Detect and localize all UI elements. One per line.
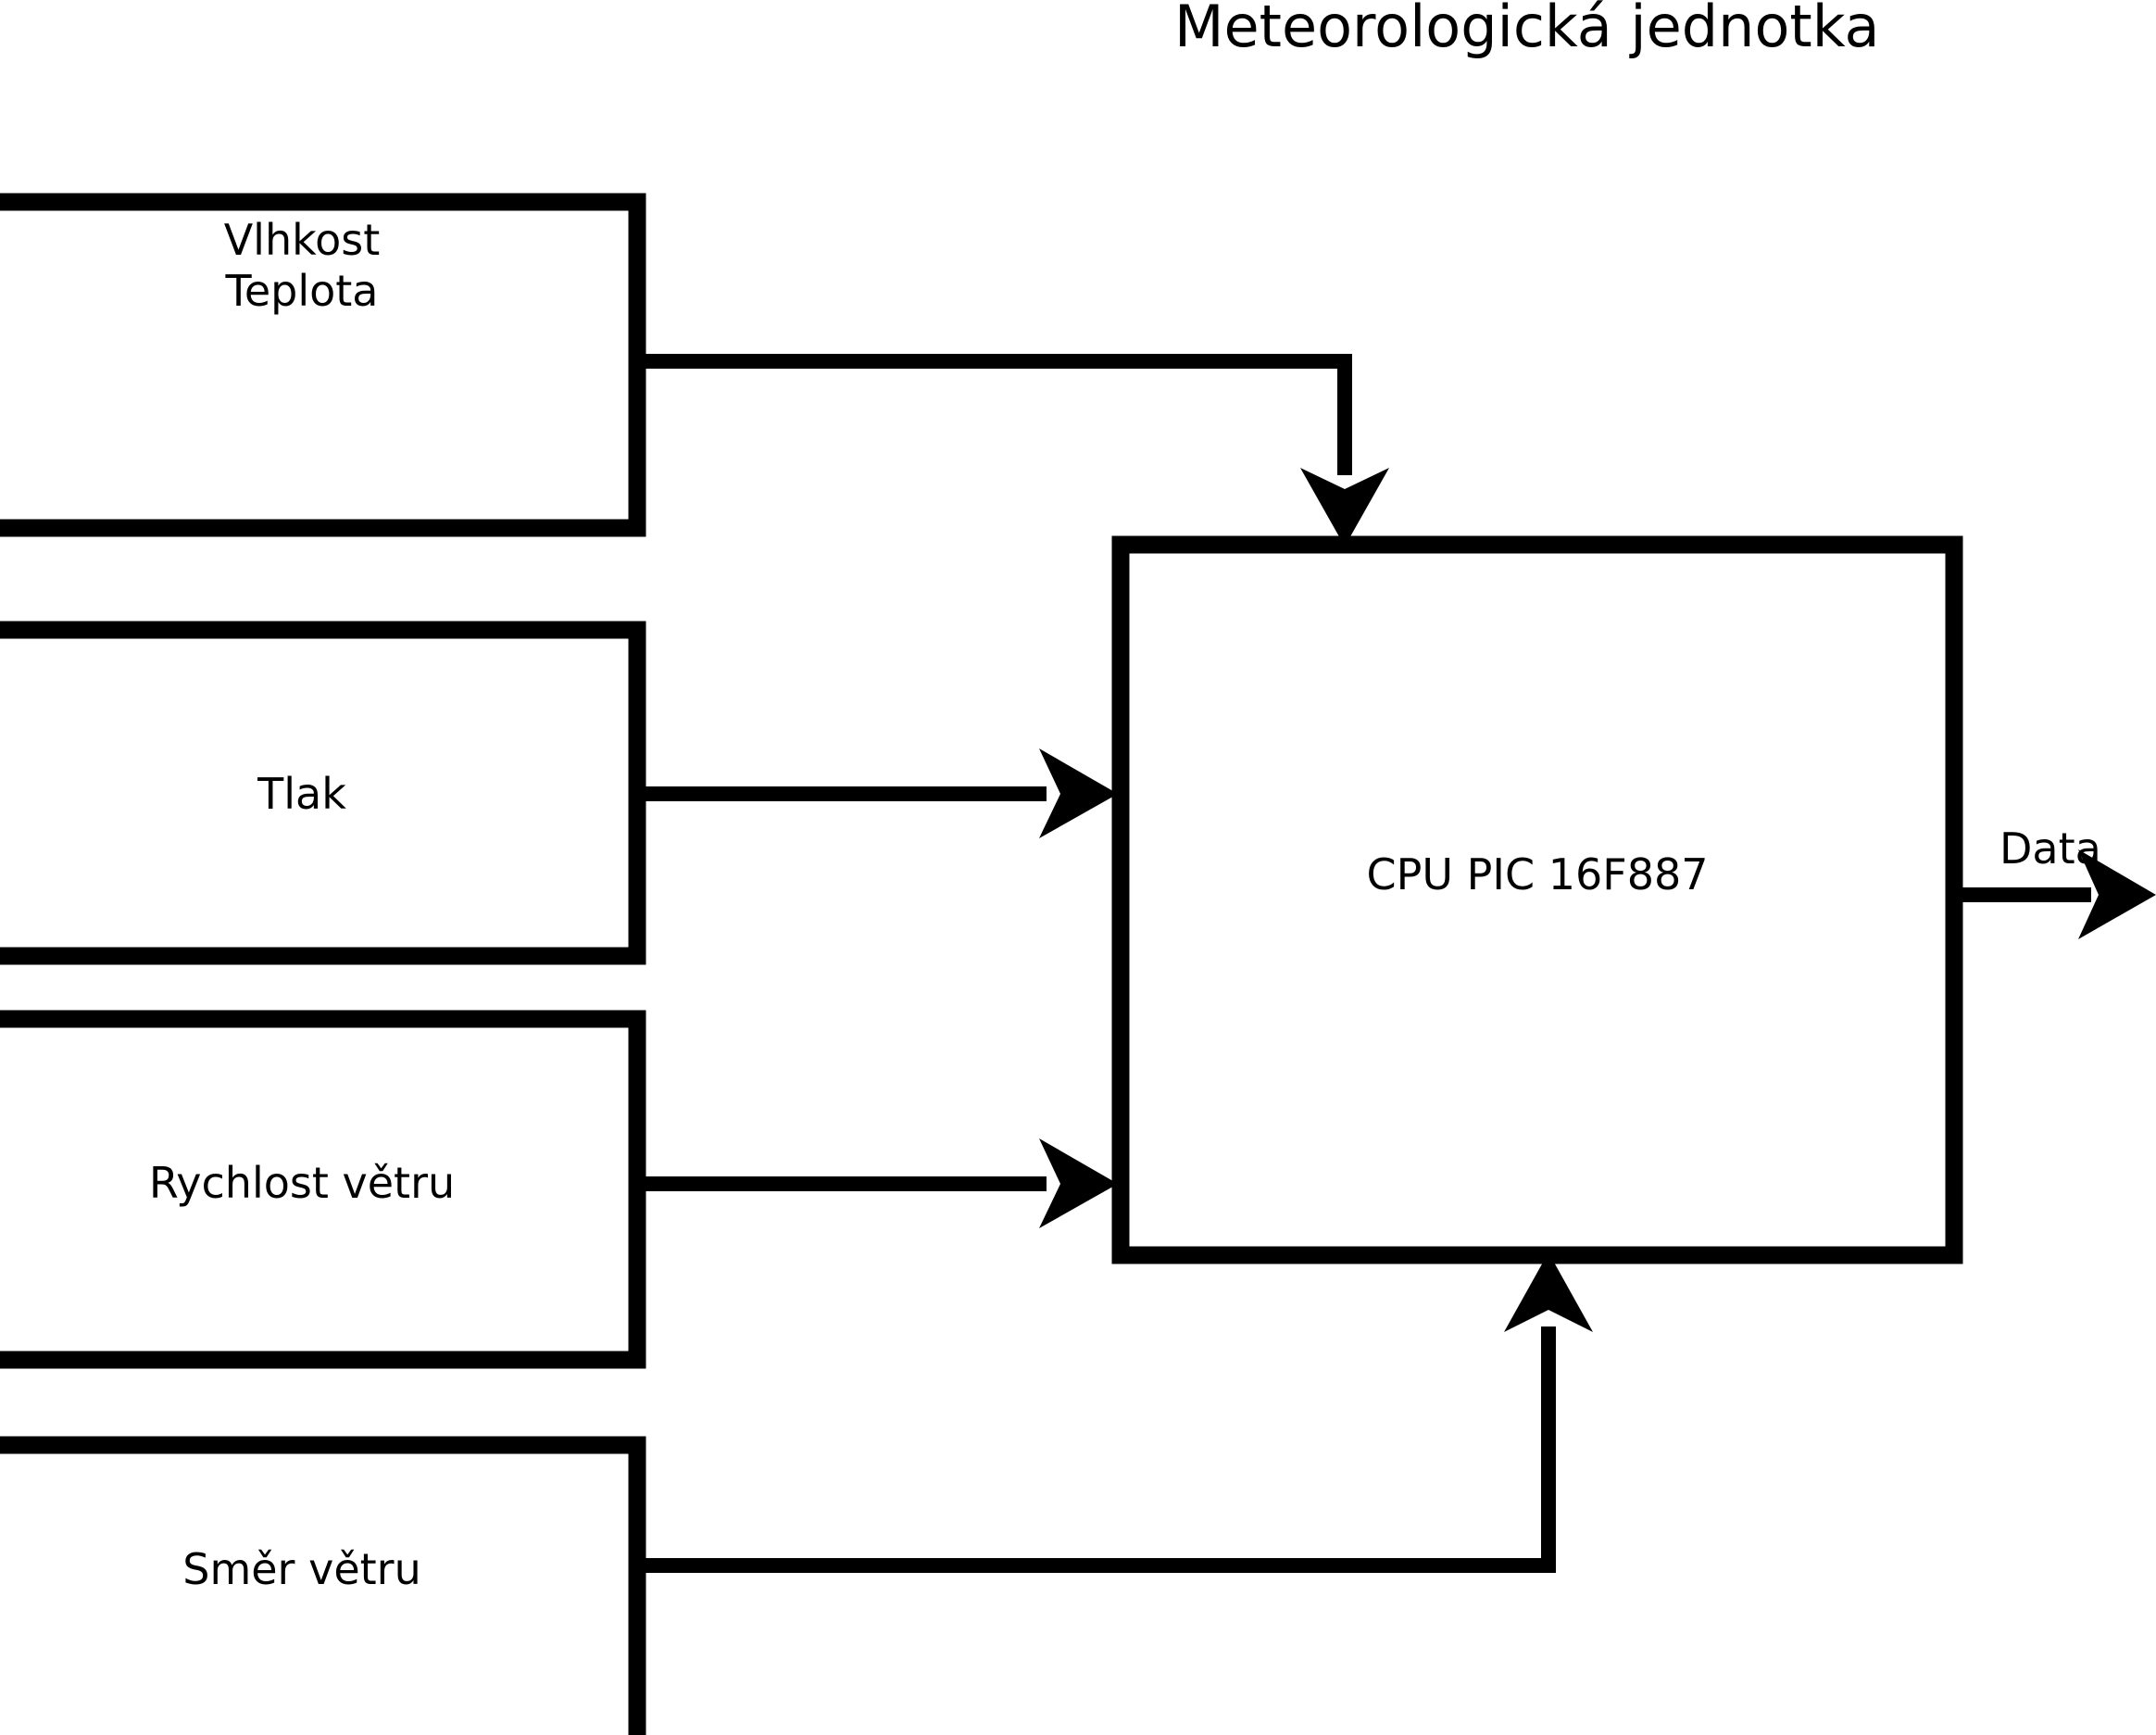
connector-pressure-to-cpu bbox=[637, 748, 1118, 838]
block-humidity-temperature[interactable]: Vlhkost Teplota bbox=[0, 193, 646, 537]
data-output-label: Data bbox=[1999, 823, 2101, 874]
block-humidity-temperature-label-line1: Vlhkost bbox=[224, 215, 381, 265]
block-humidity-temperature-label-line2: Teplota bbox=[225, 266, 379, 316]
block-wind-speed-label: Rychlost větru bbox=[149, 1158, 455, 1208]
connector-wind-direction-path bbox=[637, 1326, 1556, 1573]
block-wind-direction-label: Směr větru bbox=[182, 1544, 420, 1594]
arrow-head-right-cpu-pressure bbox=[1039, 748, 1118, 838]
block-pressure-label: Tlak bbox=[257, 769, 346, 819]
block-cpu-rect bbox=[1111, 535, 1963, 1264]
connector-wind-speed-to-cpu bbox=[637, 1138, 1118, 1228]
connector-cpu-to-data-output: Data bbox=[1954, 823, 2156, 939]
arrow-head-up-cpu-bottom bbox=[1504, 1252, 1593, 1332]
connector-humidity-temperature-path bbox=[637, 354, 1352, 475]
block-cpu[interactable]: CPU PIC 16F887 bbox=[1111, 535, 1963, 1264]
connector-humidity-temperature-to-cpu bbox=[637, 354, 1389, 547]
block-wind-speed[interactable]: Rychlost větru bbox=[0, 1010, 646, 1369]
block-cpu-label: CPU PIC 16F887 bbox=[1367, 849, 1709, 899]
block-pressure-rect bbox=[0, 621, 646, 965]
arrow-head-right-data-output bbox=[2078, 849, 2156, 939]
arrow-head-right-cpu-wind-speed bbox=[1039, 1138, 1118, 1228]
block-pressure[interactable]: Tlak bbox=[0, 621, 646, 965]
arrow-head-down-cpu-top bbox=[1300, 468, 1389, 547]
page-title: Meteorologická jednotka bbox=[1174, 0, 1880, 60]
block-wind-direction-rect bbox=[0, 1436, 646, 1735]
block-wind-direction[interactable]: Směr větru bbox=[0, 1436, 646, 1735]
connector-wind-direction-to-cpu bbox=[637, 1252, 1593, 1573]
